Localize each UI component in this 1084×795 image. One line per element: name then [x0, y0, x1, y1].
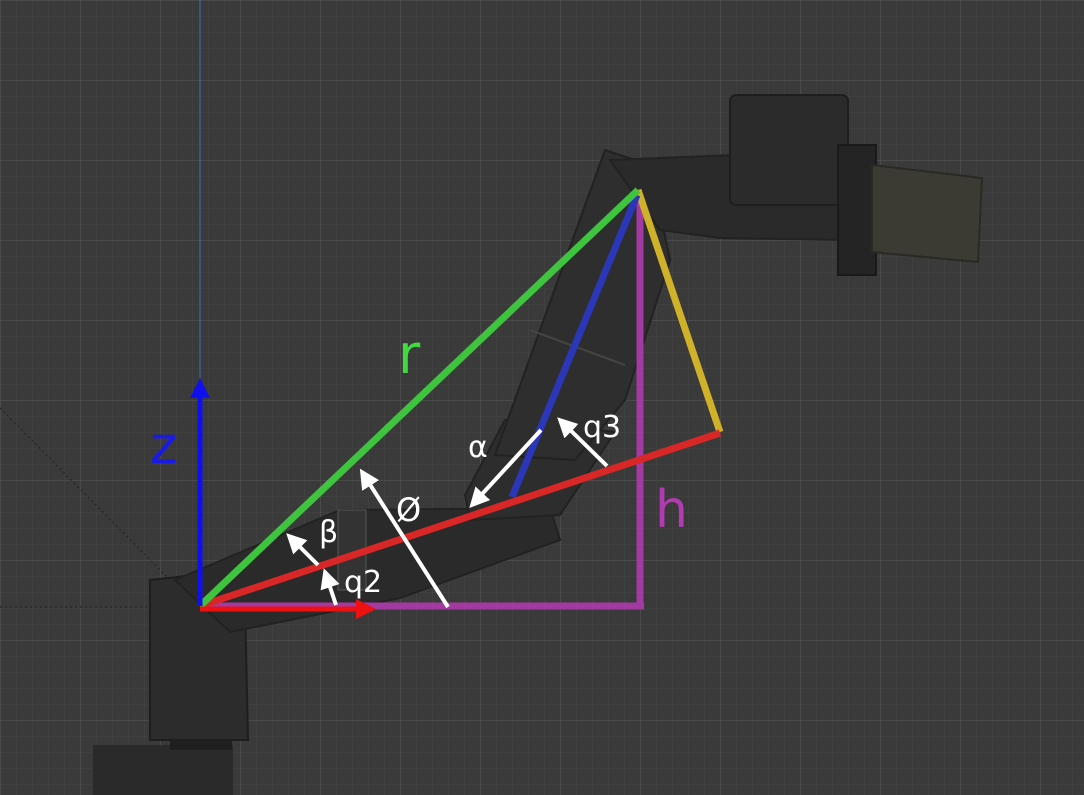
- kinematic-overlay: [190, 187, 724, 619]
- q3-label: q3: [583, 410, 621, 445]
- red-link: [198, 429, 722, 610]
- z-label: z: [150, 416, 177, 476]
- r-line: [197, 187, 641, 609]
- phi-arrow: [359, 468, 450, 609]
- q2-arrow: [320, 568, 340, 606]
- alpha-arrow: [469, 428, 543, 508]
- beta-label: β: [319, 515, 338, 550]
- q3-arrow: [557, 417, 609, 468]
- yellow-link: [634, 188, 724, 434]
- angle-arrows: [286, 417, 609, 609]
- beta-arrow: [286, 533, 320, 567]
- q2-label: q2: [344, 565, 382, 600]
- world-diagonal-guide: [0, 407, 176, 586]
- phi-label: Ø: [396, 491, 421, 529]
- robot-flange: [837, 144, 877, 276]
- h-label: h: [655, 480, 688, 540]
- alpha-label: α: [468, 430, 488, 465]
- robot-wrist-motor: [729, 94, 849, 206]
- robot-base: [93, 745, 233, 795]
- blue-link: [508, 193, 641, 499]
- robot-gripper: [871, 163, 984, 264]
- r-label: r: [398, 323, 421, 386]
